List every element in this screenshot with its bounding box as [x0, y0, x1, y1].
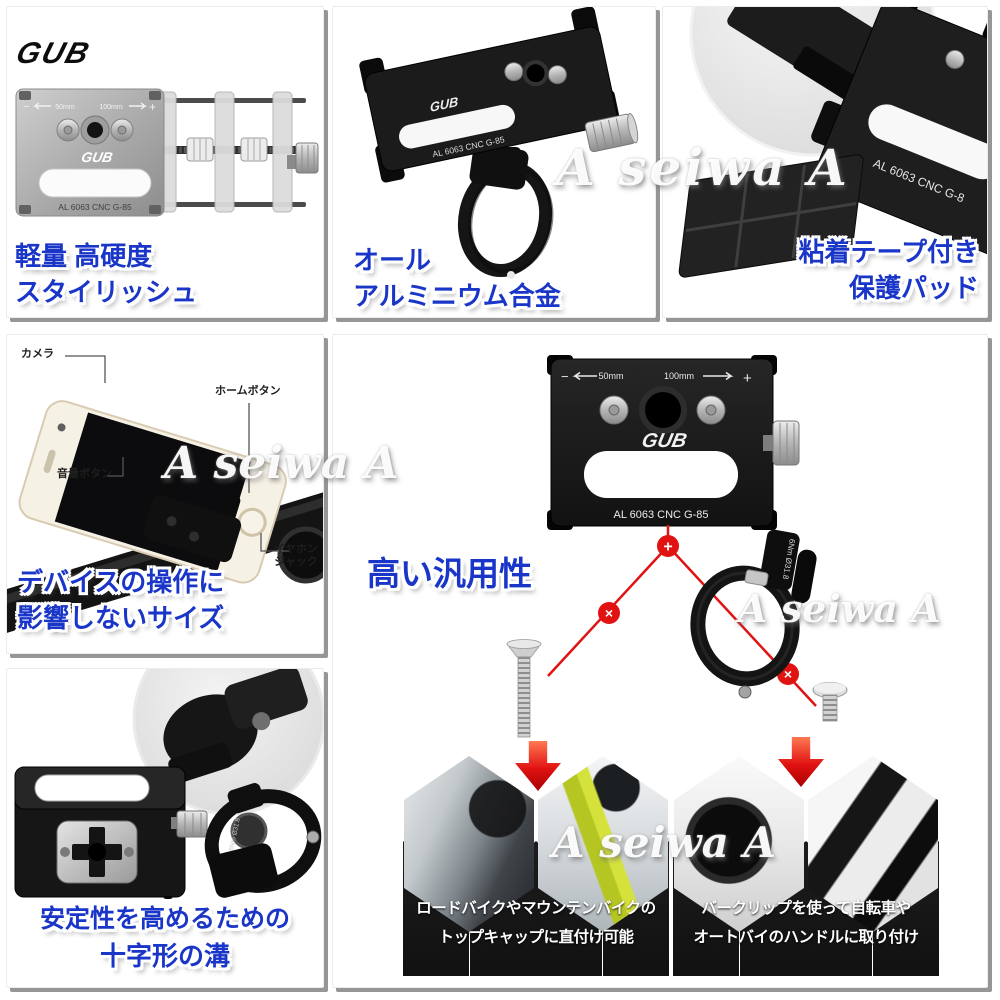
svg-text:−: − [561, 369, 569, 384]
label-volume-button: 音量ボタン [57, 468, 112, 480]
assembly-diagram-overlay: + × × [506, 525, 848, 738]
callout-lines [65, 355, 289, 552]
short-mounting-screw [812, 682, 848, 722]
tension-knob [584, 112, 639, 153]
tension-knob [287, 142, 319, 174]
usage-right-caption-1: バークリップを使って自転車や [701, 900, 911, 917]
bar-clip-clamp: 6Nm Ø31.8 [690, 529, 817, 699]
svg-text:+: + [743, 370, 752, 387]
label-camera: カメラ [21, 348, 54, 360]
caption-size-1: デバイスの操作に [17, 567, 225, 597]
phone-camera [57, 423, 66, 432]
usage-left-caption-2: トップキャップに直付け可能 [438, 929, 634, 946]
mount-plate-corner: AL 6063 CNC G-8 [814, 7, 987, 261]
caption-groove-2: 十字形の溝 [99, 941, 230, 971]
scale-markings: − 50mm 100mm + [561, 369, 752, 387]
svg-text:−: − [23, 101, 29, 113]
label-earphone-jack: イヤホン ジャック [274, 543, 318, 568]
caption-aluminum-1: オール [353, 245, 432, 275]
spring-coils [186, 137, 268, 162]
caption-groove-1: 安定性を高めるための [39, 905, 290, 933]
mount-bottom-view [14, 766, 208, 899]
groove-illustration: 6Nm Ø31.8 [14, 669, 323, 899]
caption-pad-1: 粘着テープ付き [798, 237, 979, 267]
tension-knob [763, 420, 800, 466]
home-button [237, 507, 267, 537]
mount-claws [143, 457, 242, 563]
phone-on-handlebar-illustration [7, 355, 323, 639]
silver-mount-illustration: − 50mm 100mm + GUB AL 6063 CNC G-85 [15, 88, 319, 217]
svg-text:×: × [605, 605, 613, 621]
panel-versatility: − 50mm 100mm + GUB AL 6063 CNC G-85 [332, 334, 988, 988]
usage-left-photos: ロードバイクやマウンテンバイクの トップキャップに直付け可能 [403, 756, 669, 976]
panel-aluminum: GUB AL 6063 CNC G-85 オール アルミニウム合金 [332, 6, 656, 318]
svg-text:50mm: 50mm [598, 371, 623, 381]
caption-lightweight-2: スタイリッシュ [15, 277, 198, 307]
label-home-button: ホームボタン [215, 385, 281, 397]
caption-aluminum-2: アルミニウム合金 [353, 281, 561, 311]
usage-right-caption-2: オートバイのハンドルに取り付け [693, 929, 919, 946]
panel-pad: AL 6063 CNC G-8 粘着テープ付き 保護パッド [662, 6, 988, 318]
caption-size-2: 影響しないサイズ [17, 603, 225, 633]
usage-left-caption-1: ロードバイクやマウンテンバイクの [416, 900, 656, 917]
svg-text:100mm: 100mm [99, 104, 123, 111]
caption-versatility: 高い汎用性 [367, 555, 532, 592]
engraved-gub-logo: GUB [640, 430, 689, 452]
pad-closeup-illustration: AL 6063 CNC G-8 [678, 7, 987, 278]
panel-groove: 6Nm Ø31.8 安定性を高めるための 十字形の溝 [6, 668, 324, 988]
svg-text:+: + [663, 539, 672, 556]
engraved-gub-logo: GUB [430, 94, 458, 115]
svg-text:×: × [784, 666, 792, 682]
scale-markings: − 50mm 100mm + [23, 100, 156, 114]
svg-text:50mm: 50mm [55, 104, 75, 111]
black-mount-assembled-illustration: GUB AL 6063 CNC G-85 [359, 7, 639, 279]
long-mounting-screw [506, 639, 542, 738]
bar-clip-clamp: 6Nm Ø31.8 [204, 783, 322, 898]
model-number: AL 6063 CNC G-85 [58, 202, 132, 212]
gub-logo: GUB [12, 37, 95, 70]
panel-lightweight: GUB [6, 6, 324, 318]
usage-right-photos: バークリップを使って自転車や オートバイのハンドルに取り付け [673, 756, 939, 976]
engraved-gub-logo: GUB [80, 149, 114, 165]
cross-marker-left: × [598, 602, 620, 624]
mount-plate: GUB AL 6063 CNC G-85 [359, 7, 621, 183]
inset-clamp-detail [163, 669, 308, 784]
caption-lightweight-1: 軽量 高硬度 [15, 241, 153, 271]
svg-text:100mm: 100mm [664, 371, 694, 381]
model-number: AL 6063 CNC G-85 [614, 509, 709, 521]
caption-pad-2: 保護パッド [848, 273, 979, 303]
svg-text:+: + [149, 100, 156, 114]
black-mount-topview-illustration: − 50mm 100mm + GUB AL 6063 CNC G-85 [547, 355, 800, 530]
plus-marker: + [657, 535, 679, 557]
adhesive-pad-sheet [678, 154, 864, 278]
panel-size: カメラ ホームボタン 音量ボタン イヤホン ジャック デバイスの操作に 影響しな… [6, 334, 324, 654]
bar-end [277, 526, 323, 584]
